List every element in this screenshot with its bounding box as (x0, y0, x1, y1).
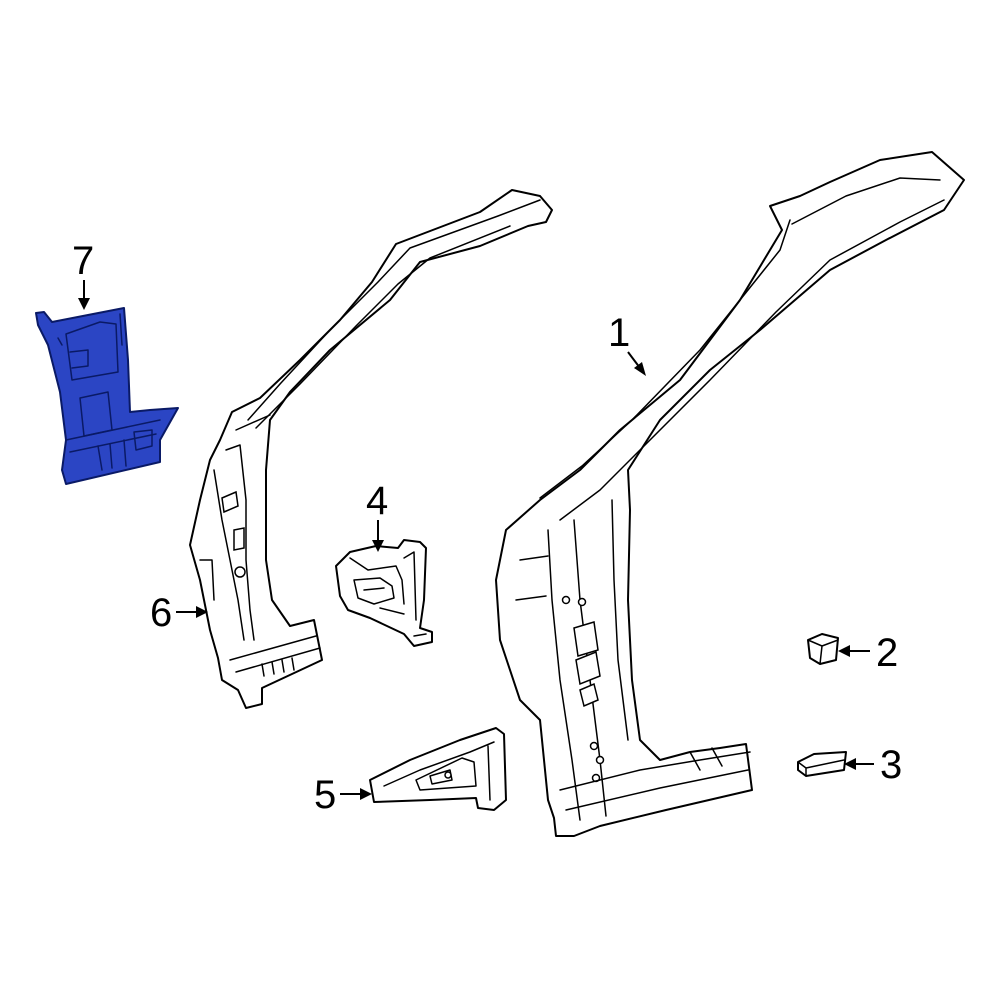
callout-7: 7 (72, 239, 94, 310)
callout-4-arrowhead (372, 540, 384, 552)
part-3-clip[interactable] (797, 751, 847, 777)
callout-4-label: 4 (366, 479, 388, 523)
callout-6-label: 6 (150, 591, 172, 635)
part-6-pillar[interactable] (189, 189, 553, 709)
part-2-clip[interactable] (807, 633, 839, 665)
callout-5-label: 5 (314, 773, 336, 817)
callout-1-label: 1 (608, 311, 630, 355)
callout-6-arrowhead (196, 606, 208, 618)
callout-1: 1 (608, 311, 646, 376)
callout-4: 4 (366, 479, 388, 552)
callout-5: 5 (314, 773, 372, 817)
callout-3-label: 3 (880, 743, 902, 787)
callout-7-label: 7 (72, 239, 94, 283)
callout-7-arrowhead (78, 298, 90, 310)
part-5-gusset[interactable] (369, 727, 507, 811)
callout-5-arrowhead (360, 788, 372, 800)
callout-3-arrowhead (844, 758, 856, 770)
callout-2-arrowhead (838, 645, 850, 657)
part-4-bracket[interactable] (335, 539, 433, 647)
callout-2: 2 (838, 631, 898, 675)
callout-1-arrowhead (634, 362, 646, 376)
callout-6: 6 (150, 591, 208, 635)
part-1-pillar[interactable] (495, 151, 965, 837)
part-7-reinforcement[interactable] (35, 307, 179, 485)
callout-3: 3 (844, 743, 902, 787)
callout-2-label: 2 (876, 631, 898, 675)
